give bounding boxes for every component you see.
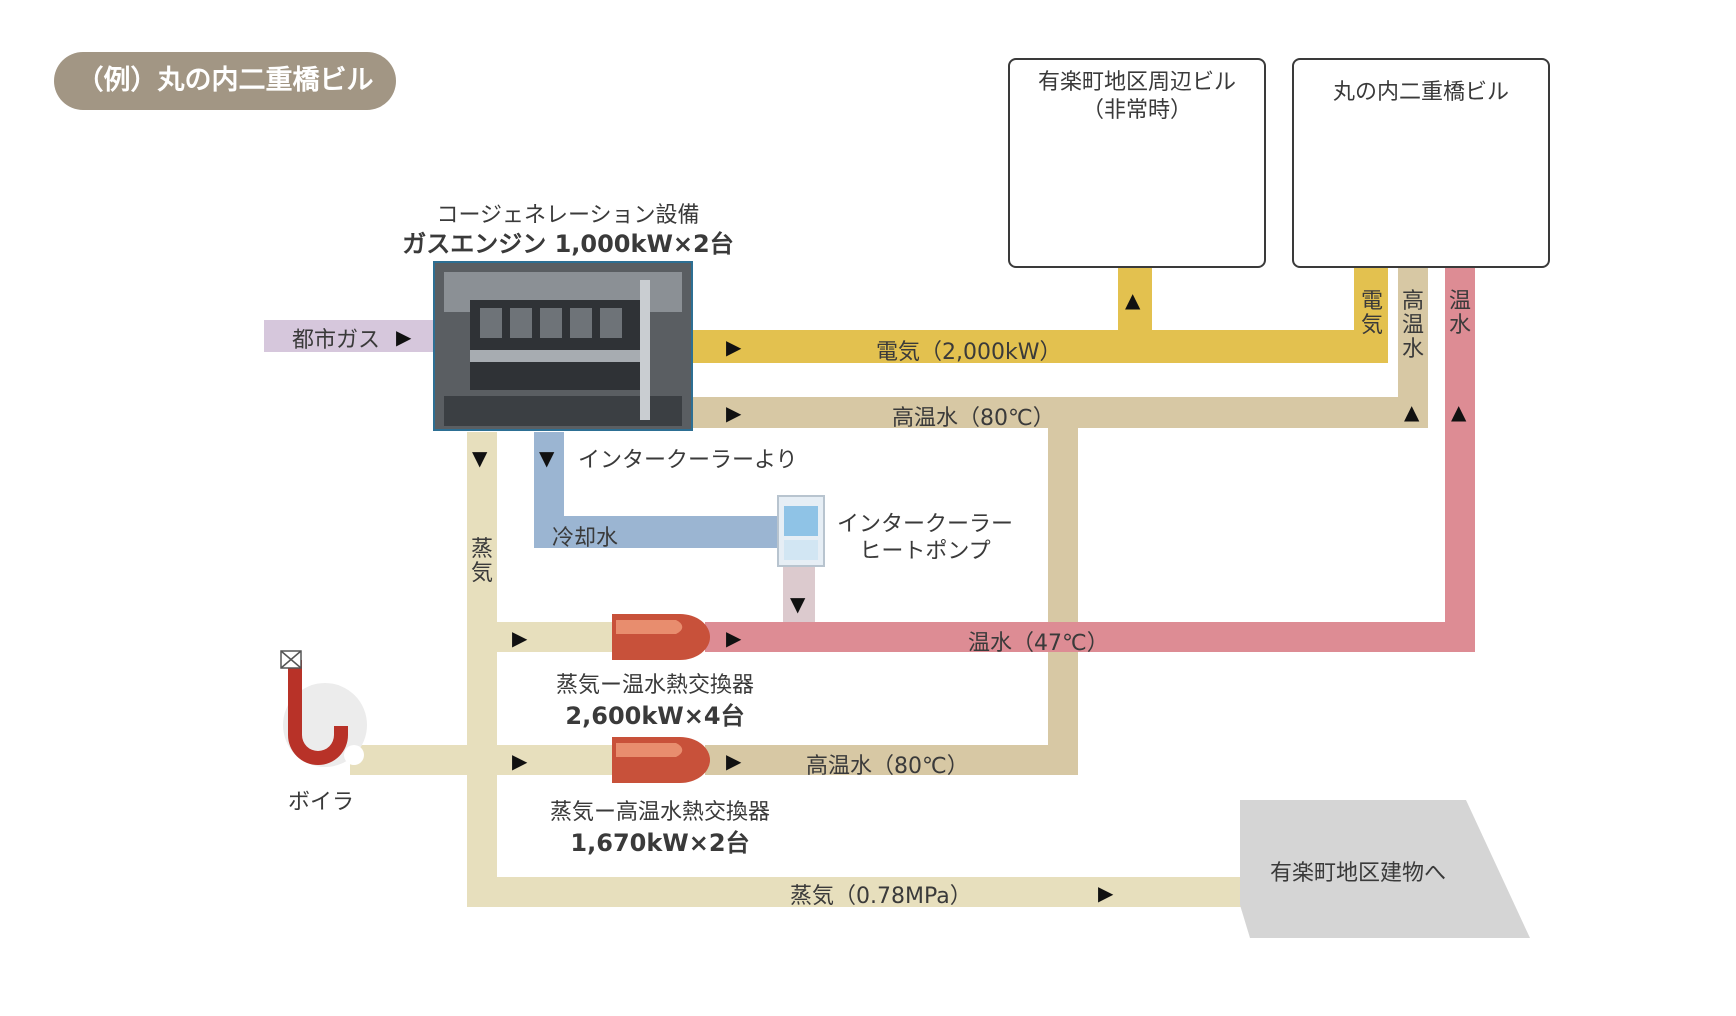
warm-water-arrow-icon: ▶: [726, 626, 742, 650]
yurakucho-building-box: 有楽町地区周辺ビル （非常時）: [1008, 58, 1266, 268]
hot-water-arrow-icon: ▶: [726, 401, 742, 425]
intercooler-outlet-pipe: [783, 566, 815, 622]
destination-shape: [1240, 800, 1530, 938]
hot-water-up-arrow-icon: ▲: [1404, 400, 1420, 424]
hx1-title: 蒸気ー温水熱交換器: [555, 673, 754, 698]
hx1-capacity: 2,600kW×4台: [565, 702, 745, 730]
city-gas-label: 都市ガス: [292, 328, 381, 353]
heat-pump-label: ヒートポンプ: [859, 539, 991, 564]
steam-vertical-pipe: [467, 432, 497, 907]
hot-water-pipes: [690, 268, 1428, 775]
warm-water-main-label: 温水（47℃）: [968, 631, 1109, 656]
cogen-title: コージェネレーション設備: [436, 203, 700, 228]
city-gas-arrow-icon: ▶: [396, 325, 412, 349]
elec-vertical-label: 電気: [1360, 289, 1383, 338]
steam-branch-hx1: [497, 622, 612, 652]
steam-main-pipe: [467, 877, 1247, 907]
hot-water-lower-label: 高温水（80℃）: [806, 754, 969, 779]
city-gas-pipe: [264, 320, 434, 352]
yurakucho-building-note: （非常時）: [1081, 98, 1192, 123]
steam-vertical-label: 蒸気: [470, 537, 493, 586]
hot-water-main-label: 高温水（80℃）: [892, 406, 1055, 431]
hx2-capacity: 1,670kW×2台: [570, 829, 750, 857]
marunouchi-building-title: 丸の内二重橋ビル: [1332, 80, 1509, 105]
warm-water-up-arrow-icon: ▲: [1451, 400, 1467, 424]
electricity-arrow-icon: ▶: [726, 335, 742, 359]
cogen-subtitle: ガスエンジン 1,000kW×2台: [402, 230, 734, 258]
hot-water-lower-arrow-icon: ▶: [726, 749, 742, 773]
steam-down-arrow-icon: ▼: [472, 446, 488, 470]
hx2-title: 蒸気ー高温水熱交換器: [549, 800, 770, 825]
warm-water-pipes: [705, 268, 1475, 652]
example-badge: （例）丸の内二重橋ビル: [54, 52, 396, 110]
cooling-water-label: 冷却水: [552, 526, 619, 551]
electricity-main-label: 電気（2,000kW）: [876, 340, 1062, 365]
gas-engine-image: [433, 261, 693, 431]
heat-pump-unit: [777, 495, 825, 567]
steam-main-arrow-icon: ▶: [1098, 881, 1114, 905]
heat-exchanger-1: [612, 614, 710, 660]
hotwater-vertical-label: 高温水: [1401, 289, 1424, 362]
boiler-graphic: [280, 650, 367, 767]
steam-main-label: 蒸気（0.78MPa）: [790, 884, 972, 909]
cooling-water-pipes: [534, 432, 778, 548]
from-intercooler-label: インタークーラーより: [578, 448, 798, 473]
electricity-pipes: [690, 268, 1388, 363]
boiler-label: ボイラ: [288, 790, 355, 815]
steam-pipes: [350, 432, 1247, 907]
hx2-inlet-arrow-icon: ▶: [512, 749, 528, 773]
hx1-inlet-arrow-icon: ▶: [512, 626, 528, 650]
yurakucho-building-title: 有楽町地区周辺ビル: [1037, 70, 1236, 95]
heat-exchanger-2: [612, 737, 710, 783]
cooling-down-arrow-icon: ▼: [539, 446, 555, 470]
destination-label: 有楽町地区建物へ: [1270, 861, 1447, 886]
intercooler-down-arrow-icon: ▼: [790, 592, 806, 616]
intercooler-label: インタークーラー: [836, 512, 1013, 537]
marunouchi-building-box: 丸の内二重橋ビル: [1292, 58, 1550, 268]
steam-branch-hx2: [350, 745, 612, 775]
warmwater-vertical-label: 温水: [1448, 289, 1471, 338]
electricity-up-arrow-icon: ▲: [1125, 288, 1141, 312]
